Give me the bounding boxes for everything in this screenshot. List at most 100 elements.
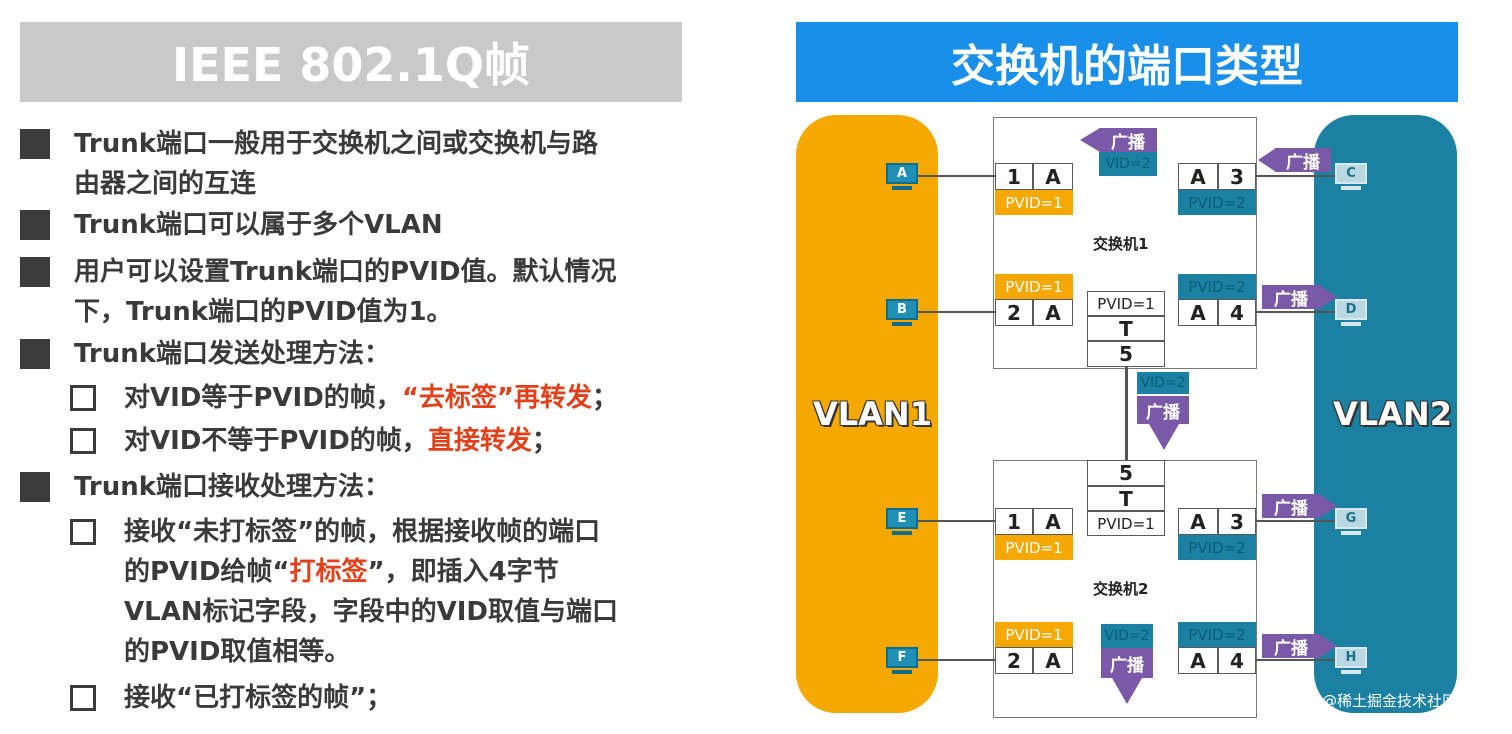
sw2-port-1-pvid: PVID=1 xyxy=(995,535,1073,560)
broadcast-frame: 广播 xyxy=(1262,494,1320,519)
sw1-port-1-pvid: PVID=1 xyxy=(995,190,1073,215)
bullet-text: 用户可以设置Trunk端口的PVID值。默认情况 xyxy=(74,257,617,287)
sw2-port-3-number: 3 xyxy=(1218,508,1256,535)
square-bullet-icon xyxy=(20,472,50,502)
sw2-port-4-pvid: PVID=2 xyxy=(1178,622,1256,647)
square-bullet-icon xyxy=(20,129,50,159)
sw1-port-4-mode: A xyxy=(1178,299,1218,326)
sw2-port-3-mode: A xyxy=(1178,508,1218,535)
link-a xyxy=(918,175,995,177)
monitor-icon: E xyxy=(886,508,918,529)
host-h: H xyxy=(1335,647,1367,677)
sub-bullet-send-notequal: 对VID不等于PVID的帧，直接转发； xyxy=(70,421,700,461)
monitor-icon: G xyxy=(1335,508,1367,529)
sw2-port-5-pvid: PVID=1 xyxy=(1087,511,1165,536)
switch-1-label: 交换机1 xyxy=(1093,235,1149,253)
sw1-port-1-number: 1 xyxy=(995,163,1033,190)
sw2-port-4-number: 4 xyxy=(1218,647,1256,674)
vlan1-zone xyxy=(796,115,938,713)
broadcast-frame: 广播 xyxy=(1101,648,1153,678)
monitor-icon: C xyxy=(1335,163,1367,184)
sw1-port-1-mode: A xyxy=(1033,163,1073,190)
trunk-link xyxy=(1125,367,1128,460)
right-panel-title: 交换机的端口类型 xyxy=(796,22,1458,102)
host-d: D xyxy=(1335,299,1367,329)
broadcast-frame: 广播 xyxy=(1137,396,1189,424)
sw2-port-1-mode: A xyxy=(1033,508,1073,535)
bullet-text: Trunk端口可以属于多个VLAN xyxy=(74,210,443,240)
bullet-trunk-usage: Trunk端口一般用于交换机之间或交换机与路 由器之间的互连 xyxy=(20,124,700,204)
sw2-port-5-mode: T xyxy=(1087,486,1165,511)
bullet-trunk-receive: Trunk端口接收处理方法： xyxy=(20,467,700,507)
sub-bullet-text: 接收“未打标签”的帧，根据接收帧的端口 xyxy=(124,517,601,547)
hollow-square-bullet-icon xyxy=(70,685,96,711)
bullet-trunk-pvid: 用户可以设置Trunk端口的PVID值。默认情况 下，Trunk端口的PVID值… xyxy=(20,252,700,332)
left-panel-title: IEEE 802.1Q帧 xyxy=(20,22,682,102)
square-bullet-icon xyxy=(20,339,50,369)
hollow-square-bullet-icon xyxy=(70,428,96,454)
sw1-port-5-pvid: PVID=1 xyxy=(1087,291,1165,316)
highlight-text: 直接转发 xyxy=(427,426,532,456)
hollow-square-bullet-icon xyxy=(70,519,96,545)
link-e xyxy=(918,520,995,522)
bullet-text: Trunk端口发送处理方法： xyxy=(74,339,391,369)
square-bullet-icon xyxy=(20,210,50,240)
highlight-text: “去标签”再转发 xyxy=(401,383,592,413)
link-h xyxy=(1255,659,1337,661)
bullet-text: 由器之间的互连 xyxy=(74,169,257,199)
sub-bullet-text: 对VID等于PVID的帧， xyxy=(124,383,402,413)
link-g xyxy=(1255,520,1337,522)
arrow-left-icon xyxy=(1258,148,1276,172)
monitor-icon: B xyxy=(886,299,918,320)
arrow-right-icon xyxy=(1319,494,1337,518)
sw1-port-5-mode: T xyxy=(1087,316,1165,341)
vlan2-label: VLAN2 xyxy=(1333,395,1452,433)
sub-bullet-send-equal: 对VID等于PVID的帧，“去标签”再转发； xyxy=(70,378,700,418)
sub-bullet-text: 对VID不等于PVID的帧， xyxy=(124,426,428,456)
arrow-down-icon xyxy=(1149,424,1179,450)
sw2-port-4-mode: A xyxy=(1178,647,1218,674)
sub-bullet-text: ； xyxy=(592,383,619,413)
highlight-text: 打标签 xyxy=(289,557,368,587)
vid-tag: VID=2 xyxy=(1137,372,1189,394)
sub-bullet-receive-tagged: 接收“已打标签的帧”； xyxy=(70,678,700,718)
arrow-right-icon xyxy=(1319,285,1337,309)
bullet-trunk-send: Trunk端口发送处理方法： xyxy=(20,334,700,374)
sw1-port-5-number: 5 xyxy=(1087,341,1165,367)
broadcast-frame: 广播 xyxy=(1275,148,1331,173)
sw1-port-2-pvid: PVID=1 xyxy=(995,274,1073,299)
sw1-port-3-mode: A xyxy=(1178,163,1218,190)
sw1-port-2-mode: A xyxy=(1033,299,1073,326)
link-c xyxy=(1255,175,1337,177)
vlan2-zone xyxy=(1314,115,1457,713)
link-d xyxy=(1255,311,1337,313)
hollow-square-bullet-icon xyxy=(70,385,96,411)
sw2-port-2-mode: A xyxy=(1033,647,1073,674)
vid-tag: VID=2 xyxy=(1101,624,1153,648)
sub-bullet-text: 接收“已打标签的帧”； xyxy=(124,683,393,713)
monitor-icon: H xyxy=(1335,647,1367,668)
host-g: G xyxy=(1335,508,1367,538)
sw1-port-2-number: 2 xyxy=(995,299,1033,326)
host-a: A xyxy=(886,163,918,193)
broadcast-frame: 广播 xyxy=(1099,128,1157,153)
square-bullet-icon xyxy=(20,257,50,287)
sub-bullet-text: VLAN标记字段，字段中的VID取值与端口 xyxy=(124,597,618,627)
sub-bullet-text: ； xyxy=(531,426,558,456)
vlan1-label: VLAN1 xyxy=(813,395,932,433)
switch-2-label: 交换机2 xyxy=(1093,580,1149,598)
sub-bullet-text: 的PVID给帧“ xyxy=(124,557,290,587)
sw2-port-2-pvid: PVID=1 xyxy=(995,622,1073,647)
monitor-icon: D xyxy=(1335,299,1367,320)
bullet-text: Trunk端口接收处理方法： xyxy=(74,472,391,502)
sw2-port-3-pvid: PVID=2 xyxy=(1178,535,1256,560)
sw2-port-5-number: 5 xyxy=(1087,460,1165,486)
watermark: @稀土掘金技术社区 xyxy=(1322,692,1458,710)
sub-bullet-text: ”，即插入4字节 xyxy=(367,557,559,587)
broadcast-frame: 广播 xyxy=(1262,634,1320,659)
sw1-port-4-pvid: PVID=2 xyxy=(1178,274,1256,299)
bullet-trunk-multi-vlan: Trunk端口可以属于多个VLAN xyxy=(20,205,700,245)
link-f xyxy=(918,659,995,661)
bullet-text: 下，Trunk端口的PVID值为1。 xyxy=(74,297,453,327)
arrow-right-icon xyxy=(1319,634,1337,658)
